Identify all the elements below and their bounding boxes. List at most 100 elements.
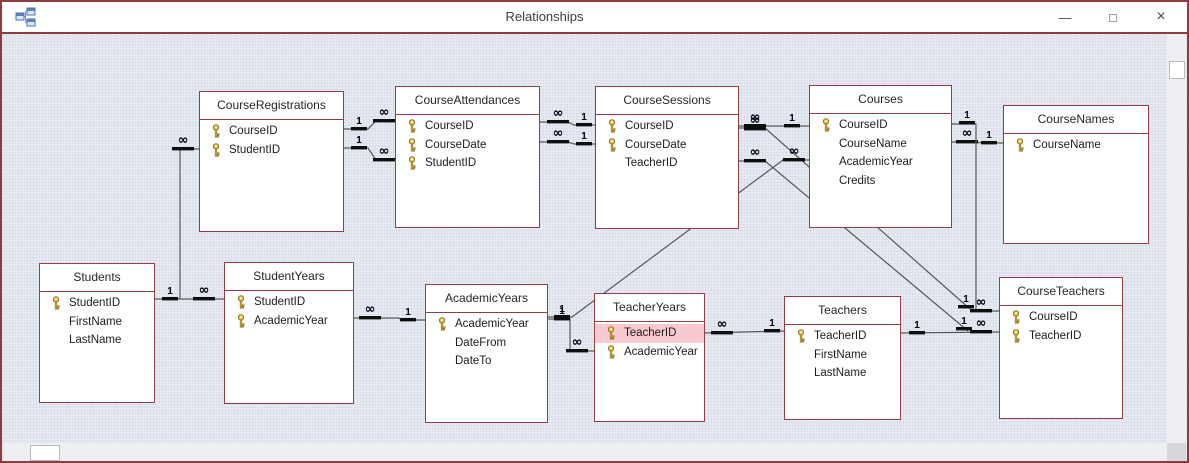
- window-titlebar[interactable]: Relationships — □ ×: [2, 2, 1187, 34]
- vertical-scrollbar[interactable]: [1167, 34, 1186, 443]
- table-title: TeacherYears: [595, 294, 704, 322]
- relationship-studentyears-academicyears-academicyear[interactable]: ∞1: [354, 302, 425, 322]
- field-Teachers-LastName[interactable]: LastName: [785, 364, 900, 383]
- field-CourseAttendances-StudentID[interactable]: StudentID: [396, 154, 539, 173]
- relationship-courseteachers-coursesessions-courseid[interactable]: ∞1: [739, 113, 974, 310]
- cardinality-bar: [576, 142, 592, 146]
- field-indent: [796, 348, 807, 362]
- field-TeacherYears-AcademicYear[interactable]: AcademicYear: [595, 343, 704, 362]
- field-Students-LastName[interactable]: LastName: [40, 331, 154, 350]
- cardinality-label-many: ∞: [365, 302, 376, 317]
- cardinality-bar: [956, 327, 972, 331]
- field-TeacherYears-TeacherID[interactable]: TeacherID: [595, 324, 704, 343]
- cardinality-label-many: ∞: [379, 144, 390, 159]
- cardinality-label-many: ∞: [553, 106, 564, 121]
- field-AcademicYears-AcademicYear[interactable]: AcademicYear: [426, 315, 547, 334]
- field-label: TeacherID: [625, 157, 678, 170]
- field-StudentYears-AcademicYear[interactable]: AcademicYear: [225, 312, 353, 331]
- horizontal-scroll-thumb[interactable]: [30, 445, 60, 461]
- field-indent: [51, 333, 62, 347]
- primary-key-icon: [1015, 138, 1026, 152]
- field-CourseAttendances-CourseID[interactable]: CourseID: [396, 117, 539, 136]
- primary-key-icon: [607, 138, 618, 152]
- relationship-courses-courseteachers-courseid[interactable]: 1∞: [952, 110, 999, 313]
- cardinality-label-many: ∞: [750, 145, 761, 160]
- field-label: DateTo: [455, 355, 492, 368]
- primary-key-icon: [51, 296, 62, 310]
- relationship-students-studentyears-studentid[interactable]: 1∞: [155, 283, 224, 301]
- field-CourseSessions-CourseDate[interactable]: CourseDate: [596, 136, 738, 155]
- field-Teachers-TeacherID[interactable]: TeacherID: [785, 327, 900, 346]
- cardinality-bar: [970, 309, 992, 313]
- field-Courses-CourseID[interactable]: CourseID: [810, 116, 951, 135]
- cardinality-label-one: 1: [356, 116, 362, 127]
- field-CourseNames-CourseName[interactable]: CourseName: [1004, 136, 1148, 155]
- relationship-courseattendances-coursesessions-courseid[interactable]: ∞1: [540, 106, 595, 127]
- field-Students-FirstName[interactable]: FirstName: [40, 313, 154, 332]
- relationship-students-courseregistrations-studentid[interactable]: ∞: [172, 133, 199, 299]
- relationship-courseteachers-coursesessions-teacherid[interactable]: ∞1: [739, 145, 972, 332]
- cardinality-bar: [958, 305, 974, 309]
- cardinality-label-many: ∞: [178, 133, 189, 148]
- field-CourseTeachers-CourseID[interactable]: CourseID: [1000, 308, 1122, 327]
- cardinality-label-many: ∞: [717, 317, 728, 332]
- cardinality-label-many: ∞: [962, 126, 973, 141]
- field-Teachers-FirstName[interactable]: FirstName: [785, 346, 900, 365]
- table-title: CourseAttendances: [396, 87, 539, 115]
- field-StudentYears-StudentID[interactable]: StudentID: [225, 293, 353, 312]
- relationship-teachers-courseteachers-teacherid[interactable]: 1∞: [900, 316, 1000, 335]
- primary-key-icon: [211, 124, 222, 138]
- field-AcademicYears-DateFrom[interactable]: DateFrom: [426, 334, 547, 353]
- cardinality-label-one: 1: [559, 304, 565, 315]
- primary-key-icon: [821, 118, 832, 132]
- field-label: AcademicYear: [624, 345, 698, 358]
- cardinality-label-many: ∞: [572, 335, 583, 350]
- field-indent: [796, 366, 807, 380]
- cardinality-label-one: 1: [964, 110, 970, 121]
- field-CourseSessions-CourseID[interactable]: CourseID: [596, 117, 738, 136]
- cardinality-bar: [400, 318, 416, 322]
- field-indent: [437, 354, 448, 368]
- relationship-courses-coursenames-coursename[interactable]: ∞1: [951, 126, 1004, 145]
- field-CourseRegistrations-StudentID[interactable]: StudentID: [200, 141, 343, 160]
- cardinality-bar: [711, 331, 733, 335]
- minimize-button[interactable]: —: [1058, 9, 1072, 25]
- relationship-coursesessions-courses-courseid[interactable]: ∞1: [739, 110, 809, 128]
- field-CourseAttendances-CourseDate[interactable]: CourseDate: [396, 136, 539, 155]
- field-CourseSessions-TeacherID[interactable]: TeacherID: [596, 154, 738, 173]
- maximize-button[interactable]: □: [1109, 9, 1117, 25]
- relationship-courseregistrations-courseattendances-courseid[interactable]: 1∞: [344, 105, 395, 131]
- relationship-teacheryears-teachers-teacherid[interactable]: ∞1: [704, 317, 785, 335]
- field-Courses-Credits[interactable]: Credits: [810, 172, 951, 191]
- cardinality-label-many: ∞: [379, 105, 390, 120]
- horizontal-scrollbar[interactable]: [4, 443, 1167, 461]
- relationship-courseattendances-coursesessions-coursedate[interactable]: ∞1: [540, 126, 595, 146]
- field-Students-StudentID[interactable]: StudentID: [40, 294, 154, 313]
- field-Courses-AcademicYear[interactable]: AcademicYear: [810, 153, 951, 172]
- vertical-scroll-thumb[interactable]: [1169, 61, 1185, 79]
- primary-key-icon: [607, 119, 618, 133]
- cardinality-bar: [554, 315, 570, 319]
- field-CourseTeachers-TeacherID[interactable]: TeacherID: [1000, 327, 1122, 346]
- cardinality-label-one: 1: [581, 112, 587, 123]
- close-button[interactable]: ×: [1156, 8, 1166, 25]
- table-title: Teachers: [785, 297, 900, 325]
- field-Courses-CourseName[interactable]: CourseName: [810, 135, 951, 154]
- relationship-academicyears-teacheryears-academicyear[interactable]: 1∞: [548, 306, 594, 353]
- field-indent: [51, 315, 62, 329]
- field-AcademicYears-DateTo[interactable]: DateTo: [426, 352, 547, 371]
- field-CourseRegistrations-CourseID[interactable]: CourseID: [200, 122, 343, 141]
- relationship-courseregistrations-courseattendances-studentid[interactable]: 1∞: [344, 135, 395, 162]
- field-label: CourseDate: [425, 138, 487, 151]
